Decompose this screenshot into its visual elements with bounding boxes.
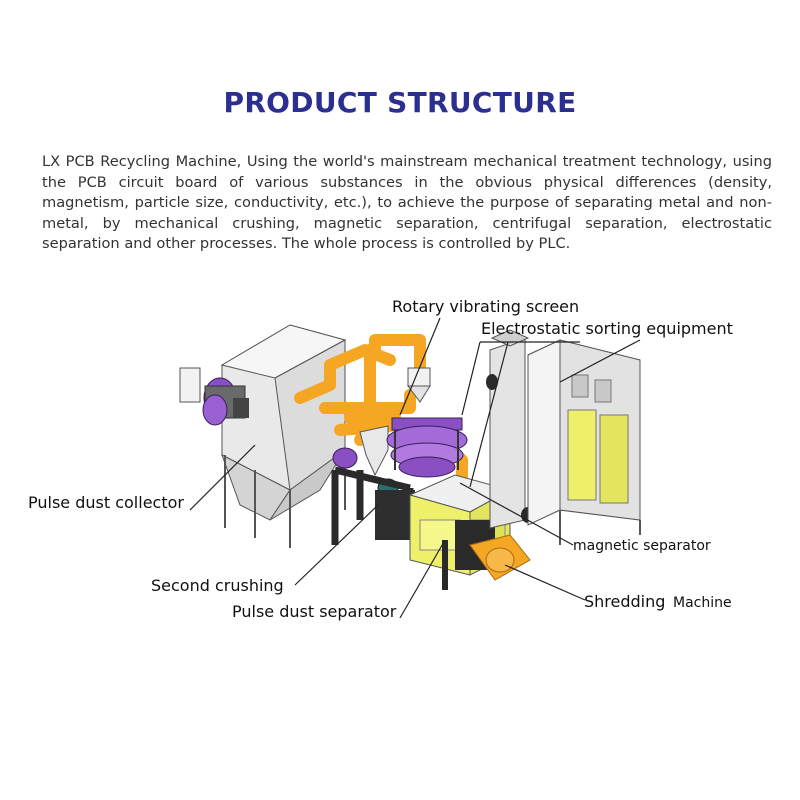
callout-lines xyxy=(189,317,641,619)
label-second-crushing: Second crushing xyxy=(151,576,284,595)
label-pulse-dust-separator: Pulse dust separator xyxy=(232,602,397,621)
electrostatic-equipment-illustration xyxy=(486,329,641,545)
page-title: PRODUCT STRUCTURE xyxy=(223,86,577,119)
label-electrostatic-sorting: Electrostatic sorting equipment xyxy=(481,319,733,338)
label-machine: Machine xyxy=(673,595,732,611)
label-magnetic-separator: magnetic separator xyxy=(573,538,711,554)
rotary-screen-illustration xyxy=(386,417,468,478)
label-rotary-vibrating-screen: Rotary vibrating screen xyxy=(392,297,579,316)
label-shredding: Shredding xyxy=(584,592,665,611)
shredding-machine-illustration xyxy=(442,520,531,590)
description: LX PCB Recycling Machine, Using the worl… xyxy=(42,153,772,252)
crusher-body xyxy=(375,490,415,540)
label-pulse-dust-collector: Pulse dust collector xyxy=(28,493,184,512)
pulse-dust-collector-illustration xyxy=(179,324,347,548)
